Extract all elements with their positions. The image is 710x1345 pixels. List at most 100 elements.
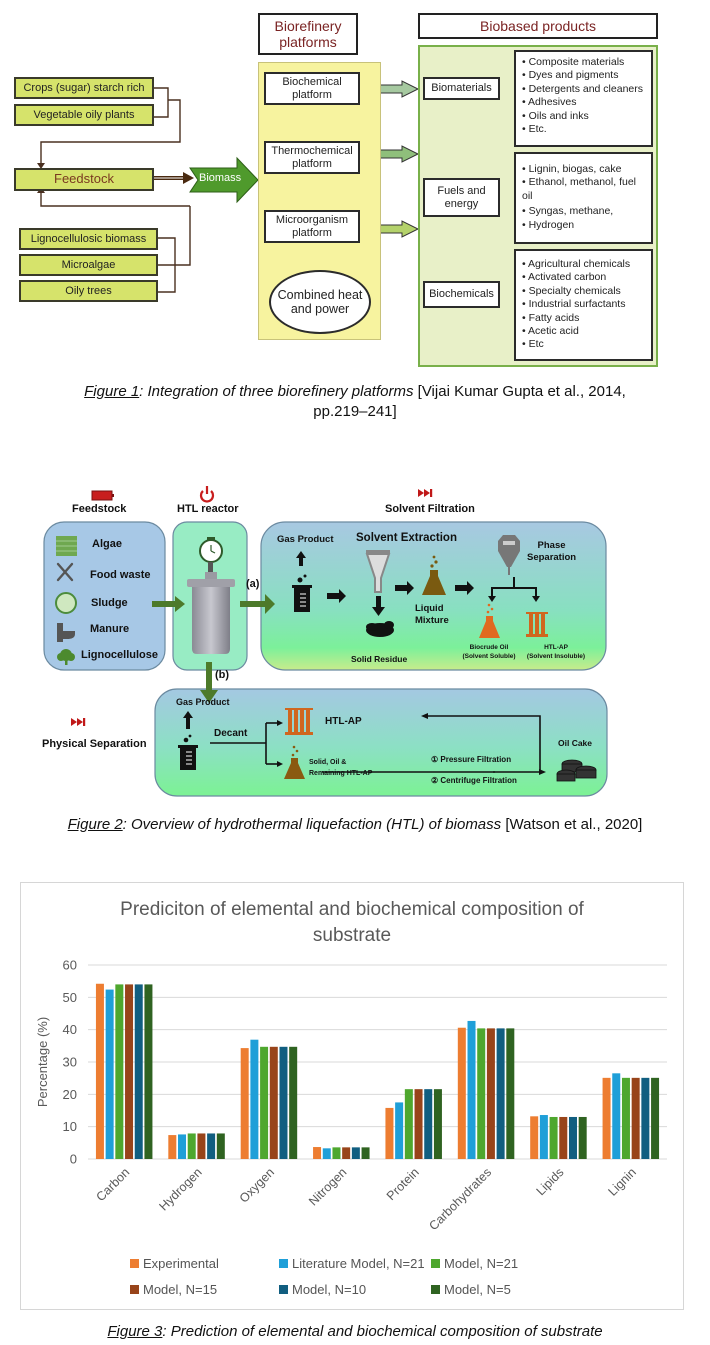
bar-lipids-3 [559, 1116, 568, 1159]
fork-spoon-icon [56, 562, 74, 582]
platforms-header: Biorefinery platforms [258, 13, 358, 55]
y-tick-label: 30 [63, 1055, 77, 1070]
bar-nitrogen-5 [361, 1147, 370, 1159]
product-item: Activated carbon [522, 271, 645, 284]
bar-carbohydrates-4 [496, 1028, 505, 1159]
stage-label-reactor: HTL reactor [177, 503, 239, 515]
bar-carbon-4 [134, 984, 143, 1159]
chart-title: Prediciton of elemental and biochemical … [120, 899, 584, 920]
feedstock-box: Feedstock [14, 168, 154, 191]
product-item: Industrial surfactants [522, 298, 645, 311]
y-tick-label: 0 [70, 1152, 77, 1167]
beaker-icon [292, 574, 312, 612]
feedstock-source-label: Vegetable oily plants [33, 108, 135, 121]
product-item: Etc [522, 338, 645, 351]
biomass-arrow-icon [189, 156, 259, 204]
y-tick-label: 50 [63, 990, 77, 1005]
product-item: Agricultural chemicals [522, 258, 645, 271]
feedstock-item: Food waste [90, 569, 151, 581]
feedstock-source-box: Microalgae [19, 254, 158, 276]
platform-box: Biochemical platform [264, 72, 360, 105]
legend-item: Model, N=21 [431, 1256, 518, 1271]
y-tick-label: 10 [63, 1119, 77, 1134]
product-item: Ethanol, methanol, fuel oil [522, 176, 645, 203]
product-item: Fatty acids [522, 312, 645, 325]
beaker-icon [178, 734, 198, 770]
reactor-icon [187, 537, 235, 654]
x-tick-label: Carbohydrates [426, 1165, 494, 1233]
bar-protein-5 [433, 1089, 442, 1159]
arrow-route-b-icon [200, 662, 218, 703]
legend-swatch [431, 1285, 440, 1294]
product-item: Composite materials [522, 56, 645, 69]
solid-oil-label: Solid, Oil &Remaining HTL-AP [309, 757, 372, 779]
biocrude-line: Biocrude Oil [469, 644, 509, 651]
product-group-box: Biomaterials [423, 77, 500, 100]
htl-ap-line: HTL-AP [544, 644, 568, 651]
feedstock-label: Feedstock [54, 171, 114, 187]
biomass-label: Biomass [199, 172, 242, 184]
product-item: Detergents and cleaners [522, 83, 645, 96]
x-tick-label: Carbon [93, 1165, 132, 1204]
sludge-icon [55, 592, 77, 614]
flask-icon-solid-oil [284, 745, 305, 779]
platform-label: Thermochemical platform [271, 144, 353, 170]
y-tick-label: 20 [63, 1087, 77, 1102]
x-tick-label: Nitrogen [306, 1165, 349, 1208]
product-item: Dyes and pigments [522, 69, 645, 82]
bar-oxygen-5 [289, 1046, 298, 1159]
solid-residue-icon [366, 621, 394, 637]
legend-swatch [130, 1285, 139, 1294]
bar-nitrogen-4 [351, 1147, 360, 1159]
arrow-to-reactor-icon [152, 596, 185, 612]
feedstock-item: Manure [90, 623, 130, 635]
arrow-down-icon [372, 607, 385, 616]
feedstock-source-label: Lignocellulosic biomass [30, 232, 147, 245]
product-list: Composite materials Dyes and pigments De… [514, 50, 653, 147]
feedstock-source-label: Microalgae [61, 258, 116, 271]
bar-hydrogen-4 [207, 1133, 216, 1159]
liquid-mixture-line: Mixture [415, 615, 449, 626]
y-axis-label: Percentage (%) [35, 1017, 50, 1107]
legend-label: Model, N=5 [444, 1282, 511, 1297]
gas-product-label: Gas Product [176, 697, 230, 707]
caption-title: : Integration of three biorefinery platf… [139, 383, 418, 400]
stage-label-physical-separation: Physical Separation [42, 738, 147, 750]
bar-protein-2 [404, 1089, 413, 1159]
phase-separation-line: Phase [537, 540, 566, 551]
bar-protein-3 [414, 1089, 423, 1159]
feedstock-source-box: Lignocellulosic biomass [19, 228, 158, 250]
platforms-header-label: Biorefinery platforms [274, 17, 342, 50]
product-item: Specialty chemicals [522, 285, 645, 298]
flask-icon-biocrude [479, 603, 500, 638]
figure-label: Figure 1 [84, 383, 140, 400]
bar-lignin-4 [641, 1077, 650, 1159]
arrow-right-icon [455, 581, 474, 595]
legend-label: Model, N=10 [292, 1282, 367, 1297]
figure-2-caption: Figure 2: Overview of hydrothermal lique… [0, 815, 710, 835]
x-tick-label: Oxygen [237, 1165, 277, 1205]
y-tick-label: 40 [63, 1022, 77, 1037]
arrow-right-icon [327, 589, 346, 603]
x-tick-label: Lipids [534, 1165, 567, 1198]
chart-title: substrate [313, 925, 391, 946]
decant-label: Decant [214, 728, 248, 739]
centrifuge-filtration-label: ② Centrifuge Filtration [431, 776, 517, 785]
feedstock-item: Sludge [91, 597, 128, 609]
caption-reference: [Vijai Kumar Gupta et al., 2014, [417, 383, 626, 400]
feedstock-source-label: Crops (sugar) starch rich [23, 81, 145, 94]
route-a-label: (a) [246, 578, 260, 590]
bar-protein-0 [385, 1107, 394, 1159]
product-group-label: Fuels and energy [437, 184, 486, 210]
bar-lipids-2 [549, 1116, 558, 1159]
flask-icon-liquid [422, 555, 446, 595]
platform-box: Microorganism platform [264, 210, 360, 243]
feedstock-source-label: Oily trees [65, 284, 112, 297]
bar-carbohydrates-2 [477, 1028, 486, 1159]
toilet-icon [57, 623, 75, 642]
bar-lignin-3 [631, 1077, 640, 1159]
bar-oxygen-1 [250, 1039, 259, 1159]
products-header: Biobased products [418, 13, 658, 39]
